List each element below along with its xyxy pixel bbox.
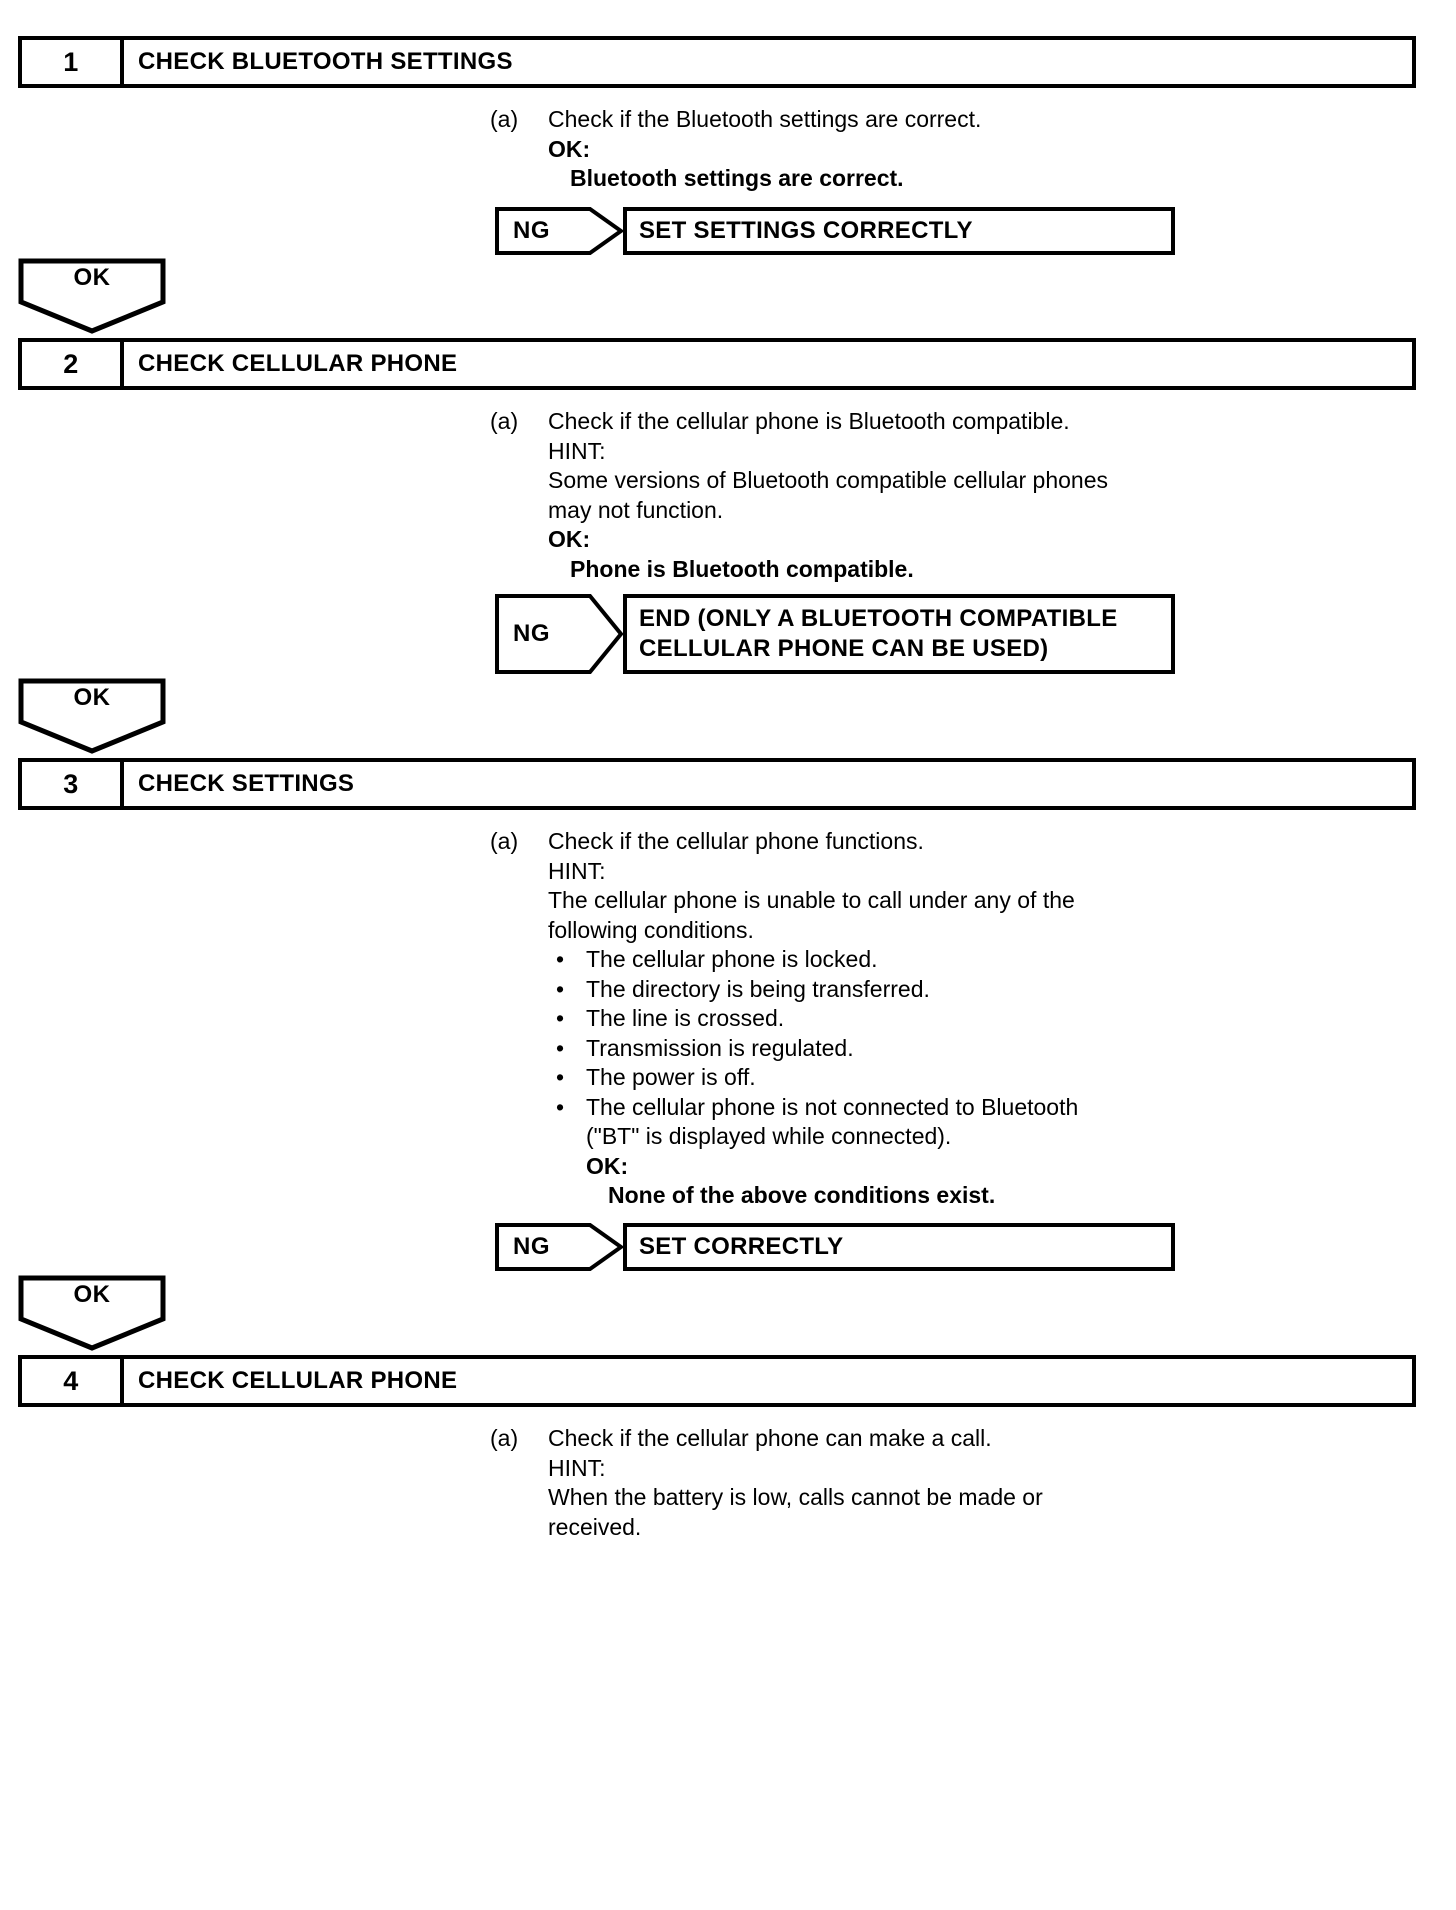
ok-label-2: OK: xyxy=(548,526,591,552)
ng-label-3: NG xyxy=(513,1233,550,1260)
hint-label-2: HINT: xyxy=(548,437,606,464)
hint-label-4: HINT: xyxy=(548,1454,606,1481)
ok-pentagon-icon xyxy=(18,258,166,334)
ok-label-arrow-3: OK xyxy=(73,1281,111,1308)
ok-label-3: OK: xyxy=(586,1152,629,1179)
ng-branch-1: NG SET SETTINGS CORRECTLY xyxy=(495,207,1175,255)
ng-branch-2: NG END (ONLY A BLUETOOTH COMPATIBLE CELL… xyxy=(495,594,1175,674)
bullet-icon: • xyxy=(556,1064,565,1090)
step-body-2: (a) Check if the cellular phone is Bluet… xyxy=(490,407,1190,584)
list-item: • The cellular phone is locked. xyxy=(548,945,1190,975)
ng-result-line-1: END (ONLY A BLUETOOTH COMPATIBLE xyxy=(639,605,1118,632)
hint-line1-3: The cellular phone is unable to call und… xyxy=(548,887,1075,913)
condition-text: The power is off. xyxy=(586,1064,756,1090)
ok-value-1: Bluetooth settings are correct. xyxy=(570,165,904,191)
instruction-text-1: Check if the Bluetooth settings are corr… xyxy=(548,106,982,132)
step-letter-2: (a) xyxy=(490,408,519,434)
step-number-1: 1 xyxy=(22,40,124,84)
instruction-row-2: (a) Check if the cellular phone is Bluet… xyxy=(490,407,1190,437)
ng-branch-3: NG SET CORRECTLY xyxy=(495,1223,1175,1271)
instruction-row-1: (a) Check if the Bluetooth settings are … xyxy=(490,105,1190,135)
instruction-row-4: (a) Check if the cellular phone can make… xyxy=(490,1424,1190,1454)
ng-tag-2: NG xyxy=(495,594,623,674)
ok-label-arrow-2: OK xyxy=(73,684,111,711)
instruction-text-3: Check if the cellular phone functions. xyxy=(548,828,924,854)
ok-label-arrow-1: OK xyxy=(73,264,111,291)
ok-arrow-2: OK xyxy=(18,678,166,754)
ng-result-box-3: SET CORRECTLY xyxy=(623,1223,1175,1271)
condition-text: Transmission is regulated. xyxy=(586,1034,854,1061)
ok-label-1: OK: xyxy=(548,135,591,162)
condition-text: The line is crossed. xyxy=(586,1005,785,1031)
step-body-1: (a) Check if the Bluetooth settings are … xyxy=(490,105,1190,194)
step-header-2: 2 CHECK CELLULAR PHONE xyxy=(18,338,1416,390)
step-body-3: (a) Check if the cellular phone function… xyxy=(490,827,1190,1211)
ng-label-2: NG xyxy=(513,620,550,647)
ok-pentagon-icon xyxy=(18,678,166,754)
instruction-row-3: (a) Check if the cellular phone function… xyxy=(490,827,1190,857)
ok-value-3: None of the above conditions exist. xyxy=(608,1182,996,1208)
ng-result-box-1: SET SETTINGS CORRECTLY xyxy=(623,207,1175,255)
list-item: • The line is crossed. xyxy=(548,1004,1190,1034)
condition-continuation: ("BT" is displayed while connected). xyxy=(586,1123,952,1149)
ng-result-line-1: SET SETTINGS CORRECTLY xyxy=(639,217,973,244)
hint-line1-2: Some versions of Bluetooth compatible ce… xyxy=(548,467,1108,493)
instruction-text-4: Check if the cellular phone can make a c… xyxy=(548,1425,992,1451)
bullet-icon: • xyxy=(556,1034,565,1061)
bullet-icon: • xyxy=(556,1005,565,1031)
bullet-icon: • xyxy=(556,1093,565,1120)
step-title-3: CHECK SETTINGS xyxy=(138,770,355,797)
step-title-1: CHECK BLUETOOTH SETTINGS xyxy=(138,48,513,75)
list-item: • The cellular phone is not connected to… xyxy=(548,1093,1190,1123)
ng-tag-1: NG xyxy=(495,207,623,255)
step-title-4: CHECK CELLULAR PHONE xyxy=(138,1367,458,1394)
condition-list: • The cellular phone is locked. • The di… xyxy=(548,945,1190,1152)
condition-text: The cellular phone is not connected to B… xyxy=(586,1093,1079,1120)
hint-line2-2: may not function. xyxy=(548,496,724,523)
step-header-3: 3 CHECK SETTINGS xyxy=(18,758,1416,810)
bullet-icon: • xyxy=(556,946,565,972)
step-header-1: 1 CHECK BLUETOOTH SETTINGS xyxy=(18,36,1416,88)
hint-label-3: HINT: xyxy=(548,857,606,884)
condition-text: The directory is being transferred. xyxy=(586,975,930,1002)
ok-arrow-3: OK xyxy=(18,1275,166,1351)
step-number-4: 4 xyxy=(22,1359,124,1403)
step-title-2: CHECK CELLULAR PHONE xyxy=(138,350,458,377)
hint-line2-4: received. xyxy=(548,1513,642,1540)
step-body-4: (a) Check if the cellular phone can make… xyxy=(490,1424,1190,1542)
ok-pentagon-icon xyxy=(18,1275,166,1351)
ng-result-line-2: CELLULAR PHONE CAN BE USED) xyxy=(639,635,1049,662)
condition-text: The cellular phone is locked. xyxy=(586,946,878,972)
instruction-text-2: Check if the cellular phone is Bluetooth… xyxy=(548,408,1070,434)
step-number-2: 2 xyxy=(22,342,124,386)
bullet-icon: • xyxy=(556,975,565,1002)
ng-label-1: NG xyxy=(513,217,550,244)
ng-result-box-2: END (ONLY A BLUETOOTH COMPATIBLE CELLULA… xyxy=(623,594,1175,674)
list-item: • The power is off. xyxy=(548,1063,1190,1093)
step-number-3: 3 xyxy=(22,762,124,806)
list-item: • Transmission is regulated. xyxy=(548,1034,1190,1064)
step-letter-4: (a) xyxy=(490,1425,519,1451)
step-header-4: 4 CHECK CELLULAR PHONE xyxy=(18,1355,1416,1407)
hint-line1-4: When the battery is low, calls cannot be… xyxy=(548,1484,1043,1510)
ok-arrow-1: OK xyxy=(18,258,166,334)
hint-line2-3: following conditions. xyxy=(548,916,754,943)
ng-result-line-1: SET CORRECTLY xyxy=(639,1233,844,1260)
ng-tag-3: NG xyxy=(495,1223,623,1271)
step-letter-1: (a) xyxy=(490,106,519,132)
step-letter-3: (a) xyxy=(490,828,519,854)
ok-value-2: Phone is Bluetooth compatible. xyxy=(570,555,914,582)
list-item: • The directory is being transferred. xyxy=(548,975,1190,1005)
